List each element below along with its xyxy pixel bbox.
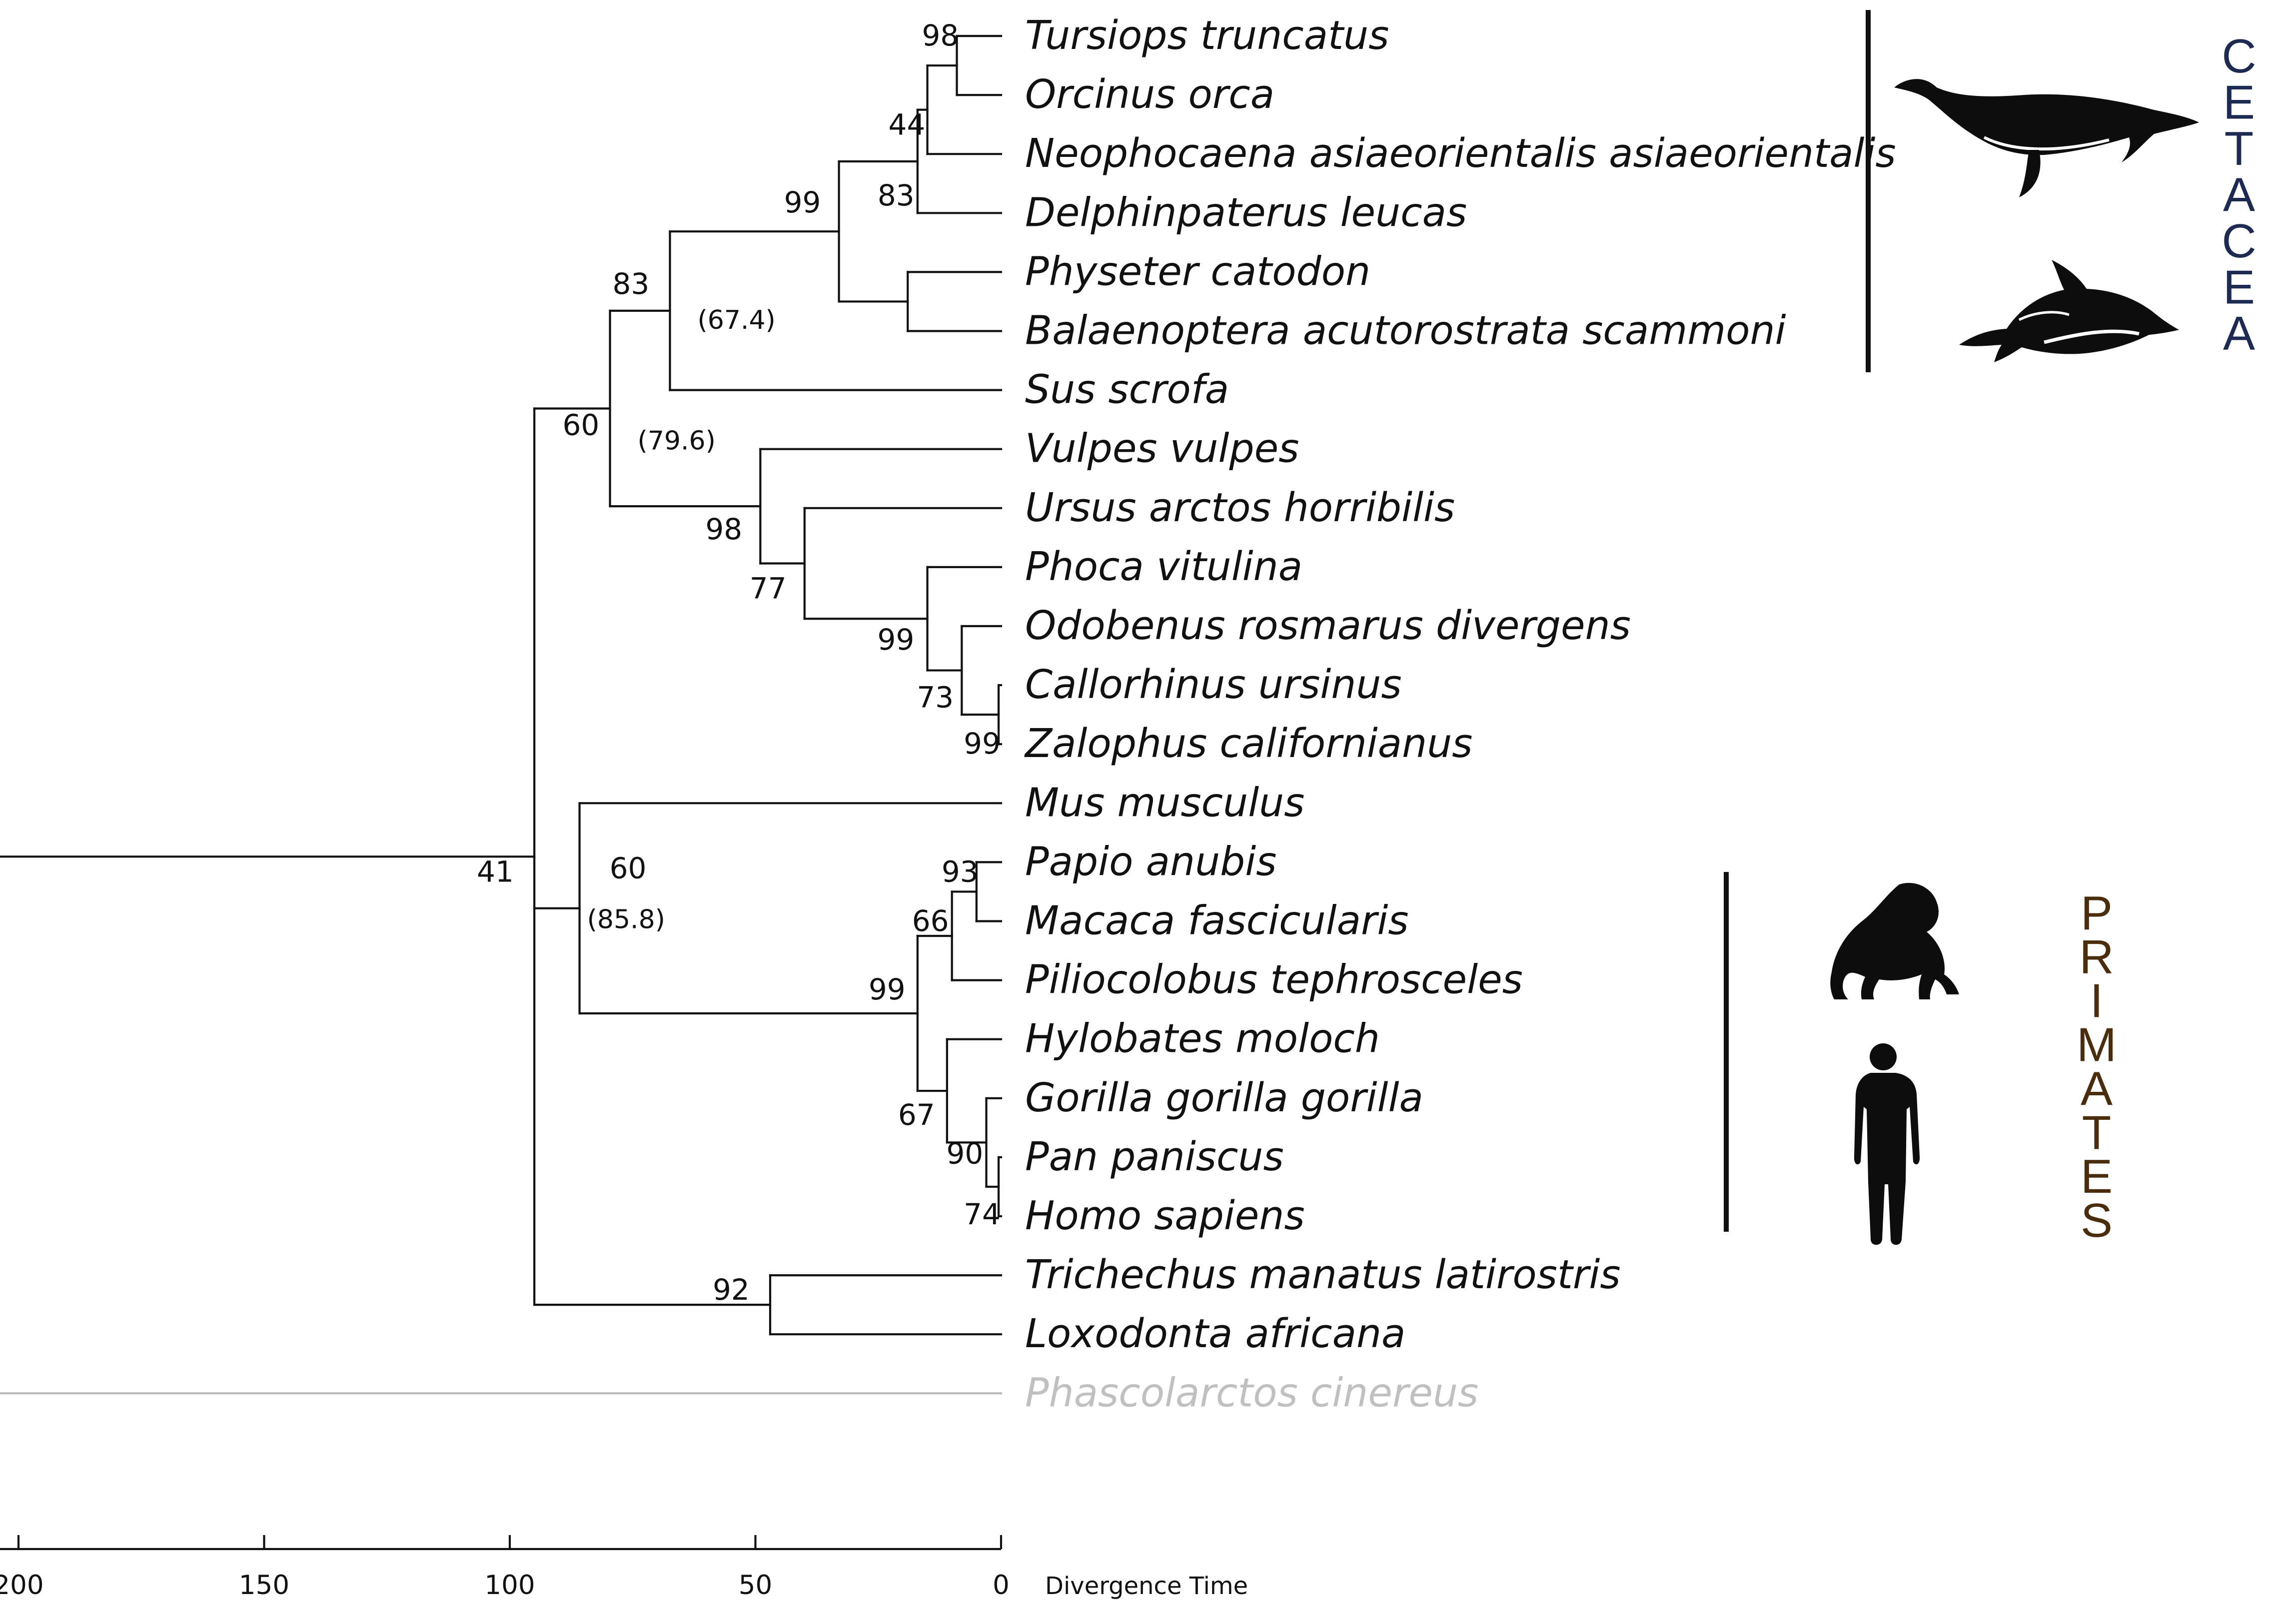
taxon-label: Pan paniscus <box>1025 1134 1284 1180</box>
axis-tick-label: 0 <box>993 1570 1010 1601</box>
axis-tick-label: 200 <box>0 1570 44 1601</box>
taxon-label: Zalophus californianus <box>1024 721 1472 767</box>
support-value: 83 <box>878 178 915 212</box>
taxon-label: Vulpes vulpes <box>1025 426 1299 472</box>
humpback-whale-icon <box>1894 79 2199 197</box>
time-axis: 200 150 100 50 0 Divergence Time <box>0 1535 1248 1601</box>
taxon-label: Papio anubis <box>1025 838 1276 884</box>
taxon-label: Mus musculus <box>1025 780 1304 825</box>
axis-tick-label: 50 <box>739 1570 772 1601</box>
taxon-label: Hylobates moloch <box>1025 1016 1380 1062</box>
taxon-label: Orcinus orca <box>1025 71 1274 117</box>
taxon-label: Loxodonta africana <box>1025 1311 1405 1357</box>
taxon-label: Physeter catodon <box>1025 248 1370 294</box>
taxon-label: Balaenoptera acutorostrata scammoni <box>1025 308 1786 354</box>
support-value: 93 <box>942 854 979 888</box>
taxon-label: Piliocolobus tephrosceles <box>1025 957 1523 1003</box>
support-value: 99 <box>784 185 821 219</box>
human-icon <box>1854 1043 1920 1245</box>
taxon-label: Ursus arctos horribilis <box>1025 485 1455 531</box>
taxon-label: Odobenus rosmarus divergens <box>1025 603 1631 649</box>
taxon-label: Tursiops truncatus <box>1025 12 1389 58</box>
taxon-label: Trichechus manatus latirostris <box>1025 1252 1620 1298</box>
axis-tick-label: 100 <box>484 1570 535 1601</box>
support-value: 98 <box>922 18 959 52</box>
taxon-label: Homo sapiens <box>1025 1193 1305 1239</box>
support-value: 66 <box>912 904 949 938</box>
divergence-time-label: (85.8) <box>587 905 665 935</box>
taxon-label: Callorhinus ursinus <box>1025 662 1402 708</box>
support-value: 83 <box>612 267 649 301</box>
support-value: 92 <box>713 1273 750 1307</box>
taxon-label: Macaca fascicularis <box>1025 898 1409 944</box>
support-value: 67 <box>898 1098 935 1132</box>
support-value: 74 <box>964 1197 1001 1231</box>
support-value: 60 <box>563 408 600 442</box>
support-value: 90 <box>947 1136 984 1170</box>
support-value: 98 <box>705 512 742 546</box>
support-value: 44 <box>889 108 926 142</box>
taxon-label: Neophocaena asiaeorientalis asiaeorienta… <box>1025 130 1896 176</box>
taxon-label: Sus scrofa <box>1025 367 1229 413</box>
support-value: 99 <box>964 727 1001 761</box>
tree-branches <box>0 34 1003 1395</box>
dolphin-icon <box>1959 260 2179 362</box>
taxon-label: Delphinpaterus leucas <box>1025 189 1467 235</box>
taxon-label: Phoca vitulina <box>1025 544 1302 590</box>
taxon-label: Gorilla gorilla gorilla <box>1025 1075 1423 1121</box>
support-value: 60 <box>610 851 647 885</box>
divergence-time-label: (67.4) <box>697 305 775 335</box>
divergence-time-label: (79.6) <box>638 426 716 456</box>
support-value: 73 <box>917 681 954 715</box>
support-value: 77 <box>750 572 787 606</box>
support-value: 99 <box>869 972 906 1006</box>
axis-tick-label: 150 <box>239 1570 289 1601</box>
chimpanzee-icon <box>1830 882 1959 999</box>
axis-title: Divergence Time <box>1045 1572 1248 1600</box>
support-value: 99 <box>878 623 915 657</box>
node-support-labels: 9844839983(67.4)997399779860(79.6)936674… <box>477 18 1001 1307</box>
support-value: 41 <box>477 854 514 888</box>
taxon-label: Phascolarctos cinereus <box>1025 1370 1478 1416</box>
